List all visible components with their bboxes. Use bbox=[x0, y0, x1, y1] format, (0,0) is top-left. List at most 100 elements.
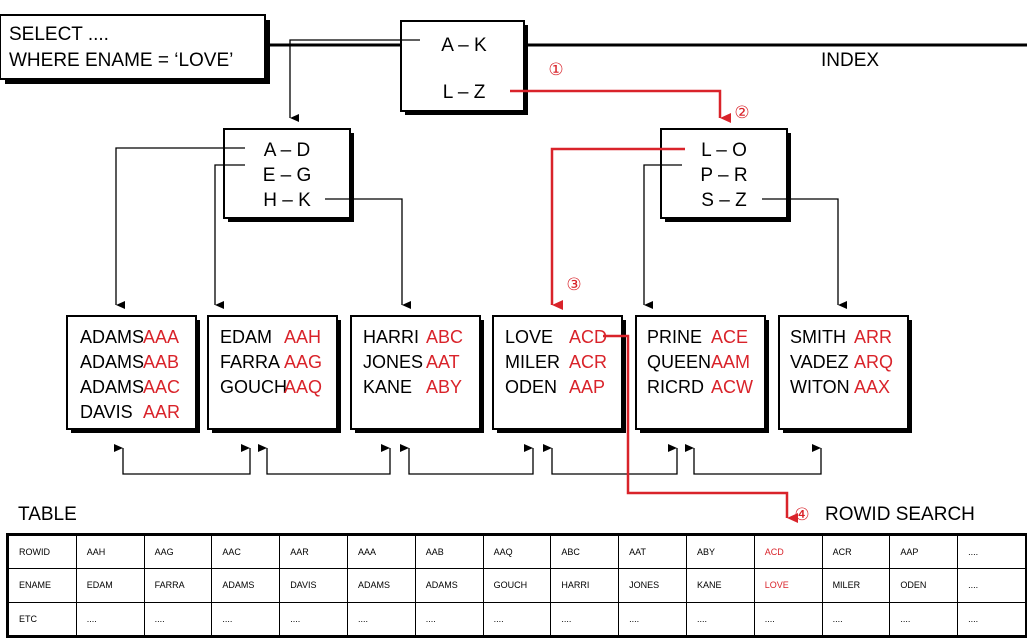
table-cell: .... bbox=[75, 601, 145, 637]
table-cell: ADAMS bbox=[211, 568, 281, 603]
leaf-nodes: ADAMS AAA ADAMS AAB ADAMS AAC DAVIS AAR … bbox=[66, 315, 912, 433]
table-cell: ABY bbox=[685, 534, 755, 570]
root-range-1: A – K bbox=[441, 35, 487, 56]
leaf-1-name-2: ADAMS bbox=[80, 352, 144, 372]
table-row-header: ROWID bbox=[8, 534, 77, 570]
arrow-pr-to-leaf-5 bbox=[643, 164, 682, 309]
leaf-5-rowid-2: AAM bbox=[711, 352, 750, 372]
rowid-search-label: ROWID SEARCH bbox=[825, 504, 975, 525]
leaf-2-name-1: EDAM bbox=[220, 327, 272, 347]
leaf-node-5: PRINE ACE QUEEN AAM RICRD ACW bbox=[635, 315, 769, 433]
leaf-6-rowid-3: AAX bbox=[854, 377, 890, 397]
link-leaf-5-6 bbox=[685, 444, 822, 475]
leaf-5-name-1: PRINE bbox=[647, 327, 702, 347]
root-node: A – K L – Z bbox=[400, 20, 528, 115]
table-cell: .... bbox=[685, 601, 755, 637]
leaf-3-name-2: JONES bbox=[363, 352, 423, 372]
branch-right-range-3: S – Z bbox=[701, 190, 747, 211]
table-cell: .... bbox=[143, 601, 213, 637]
leaf-1-rowid-4: AAR bbox=[143, 402, 180, 422]
leaf-node-2: EDAM AAH FARRA AAG GOUCH AAQ bbox=[207, 315, 341, 433]
leaf-node-6: SMITH ARR VADEZ ARQ WITON AAX bbox=[778, 315, 912, 433]
table-cell: .... bbox=[753, 601, 823, 637]
arrow-root-to-branch-left bbox=[289, 39, 420, 122]
table-cell: EDAM bbox=[75, 568, 145, 603]
arrow-eg-to-leaf-2 bbox=[214, 164, 245, 309]
table-cell: GOUCH bbox=[482, 568, 552, 603]
arrow-sz-to-leaf-6 bbox=[762, 198, 847, 309]
link-leaf-4-5 bbox=[543, 444, 678, 475]
leaf-6-rowid-1: ARR bbox=[854, 327, 892, 347]
table-cell: JONES bbox=[618, 568, 687, 603]
table-cell: .... bbox=[957, 601, 1026, 637]
table-cell: AAA bbox=[346, 534, 416, 570]
table-cell: ADAMS bbox=[414, 568, 484, 603]
table-cell: ACR bbox=[821, 534, 891, 570]
table-cell: LOVE bbox=[753, 568, 823, 603]
leaf-3-rowid-2: AAT bbox=[426, 352, 460, 372]
link-leaf-1-2 bbox=[114, 444, 251, 475]
step-2-marker: ② bbox=[734, 103, 749, 122]
leaf-4-rowid-2: ACR bbox=[569, 352, 607, 372]
leaf-3-rowid-3: ABY bbox=[426, 377, 462, 397]
leaf-6-rowid-2: ARQ bbox=[854, 352, 893, 372]
leaf-6-name-2: VADEZ bbox=[790, 352, 849, 372]
leaf-node-3: HARRI ABC JONES AAT KANE ABY bbox=[350, 315, 484, 433]
leaf-6-name-3: WITON bbox=[790, 377, 850, 397]
table-cell: ABC bbox=[550, 534, 620, 570]
table-cell: AAR bbox=[279, 534, 348, 570]
table-cell: .... bbox=[821, 601, 891, 637]
branch-left-range-2: E – G bbox=[263, 165, 312, 186]
leaf-2-rowid-1: AAH bbox=[284, 327, 321, 347]
table-cell: AAH bbox=[75, 534, 145, 570]
query-line-2: WHERE ENAME = ‘LOVE’ bbox=[9, 50, 233, 71]
table-label: TABLE bbox=[18, 504, 77, 525]
table-cell: MILER bbox=[821, 568, 891, 603]
leaf-3-name-3: KANE bbox=[363, 377, 412, 397]
query-line-1: SELECT .... bbox=[9, 24, 109, 45]
leaf-5-name-3: RICRD bbox=[647, 377, 704, 397]
branch-node-right: L – O P – R S – Z bbox=[660, 128, 791, 222]
leaf-6-name-1: SMITH bbox=[790, 327, 846, 347]
leaf-5-rowid-1: ACE bbox=[711, 327, 748, 347]
table-cell: .... bbox=[279, 601, 348, 637]
query-box: SELECT .... WHERE ENAME = ‘LOVE’ bbox=[0, 14, 270, 84]
leaf-4-rowid-3: AAP bbox=[569, 377, 605, 397]
leaf-2-name-3: GOUCH bbox=[220, 377, 287, 397]
leaf-5-rowid-3: ACW bbox=[711, 377, 753, 397]
table-cell: .... bbox=[346, 601, 416, 637]
leaf-4-name-2: MILER bbox=[505, 352, 560, 372]
table-cell: ACD bbox=[753, 534, 823, 570]
table-cell: .... bbox=[957, 534, 1026, 570]
arrow-hk-to-leaf-3 bbox=[325, 198, 411, 309]
leaf-1-rowid-1: AAA bbox=[143, 327, 179, 347]
step-4-marker: ④ bbox=[794, 505, 809, 524]
link-leaf-2-3 bbox=[258, 444, 391, 475]
leaf-4-name-3: ODEN bbox=[505, 377, 557, 397]
table-cell: AAP bbox=[889, 534, 959, 570]
index-label: INDEX bbox=[821, 50, 879, 71]
table-cell: AAQ bbox=[482, 534, 552, 570]
step-3-marker: ③ bbox=[566, 275, 581, 294]
leaf-1-rowid-3: AAC bbox=[143, 377, 180, 397]
branch-left-range-1: A – D bbox=[264, 140, 310, 161]
table-cell: .... bbox=[211, 601, 281, 637]
table-cell: FARRA bbox=[143, 568, 213, 603]
table-row: ETC.....................................… bbox=[8, 601, 1026, 637]
search-path bbox=[510, 89, 798, 523]
leaf-1-name-4: DAVIS bbox=[80, 402, 133, 422]
table-row-header: ETC bbox=[8, 601, 77, 637]
arrow-ad-to-leaf-1 bbox=[115, 147, 245, 309]
branch-right-range-2: P – R bbox=[700, 165, 747, 186]
search-arrow-2 bbox=[550, 147, 685, 310]
search-arrow-1 bbox=[510, 89, 731, 123]
leaf-4-rowid-1: ACD bbox=[569, 327, 607, 347]
table-cell: .... bbox=[414, 601, 484, 637]
table-cell: AAC bbox=[211, 534, 281, 570]
root-range-2: L – Z bbox=[443, 82, 486, 103]
table-cell: ADAMS bbox=[346, 568, 416, 603]
table-cell: KANE bbox=[685, 568, 755, 603]
